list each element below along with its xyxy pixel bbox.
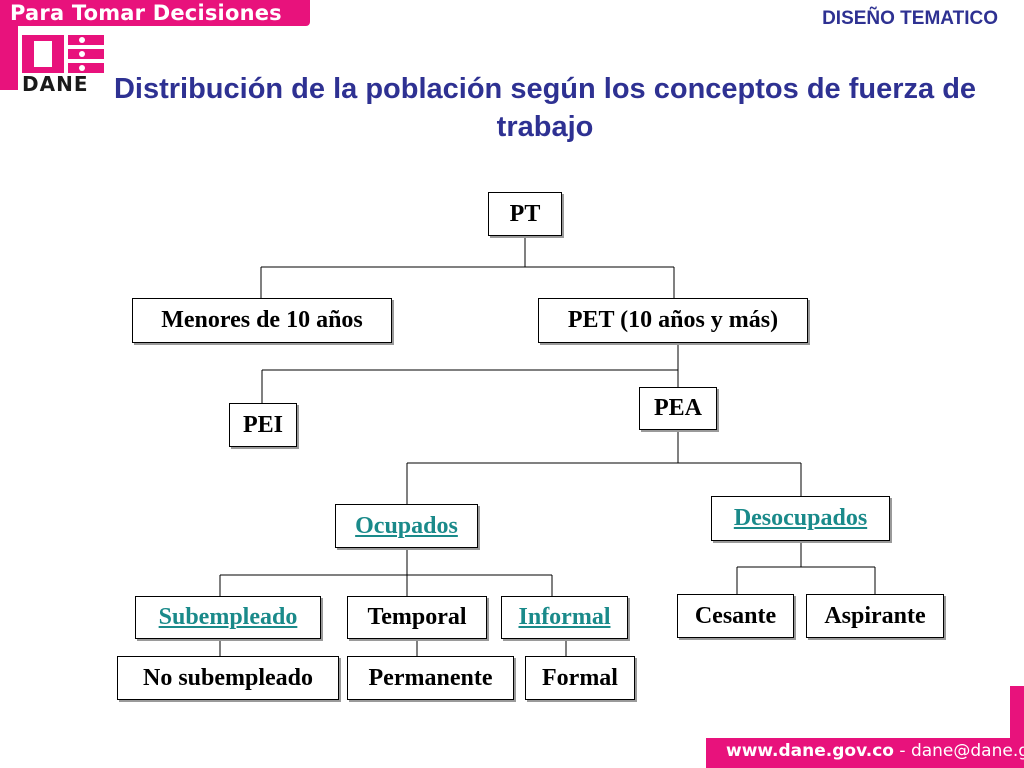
node-subempleado[interactable]: Subempleado xyxy=(135,596,321,639)
node-permanente: Permanente xyxy=(347,656,514,700)
node-pet: PET (10 años y más) xyxy=(538,298,808,343)
node-pt: PT xyxy=(488,192,562,236)
node-informal[interactable]: Informal xyxy=(501,596,628,639)
node-pei: PEI xyxy=(229,403,297,447)
section-label: DISEÑO TEMATICO xyxy=(822,8,998,29)
node-menores: Menores de 10 años xyxy=(132,298,392,343)
node-cesante: Cesante xyxy=(677,594,794,638)
node-no-subempleado: No subempleado xyxy=(117,656,339,700)
footer-site-link[interactable]: www.dane.gov.co xyxy=(726,741,894,761)
dane-logo-icon xyxy=(22,35,104,73)
brand-banner: Para Tomar Decisiones xyxy=(0,0,310,26)
footer-bar: www.dane.gov.co - dane@dane.gov.co xyxy=(706,738,1024,768)
footer-side-bar xyxy=(1010,686,1024,738)
footer-email-link[interactable]: dane@dane.gov.co xyxy=(910,741,1024,761)
node-temporal: Temporal xyxy=(347,596,487,639)
node-aspirante: Aspirante xyxy=(806,594,944,638)
footer-contact: www.dane.gov.co - dane@dane.gov.co xyxy=(726,741,1024,761)
brand-side-bar xyxy=(0,26,18,90)
node-formal: Formal xyxy=(525,656,635,700)
page-title: Distribución de la población según los c… xyxy=(113,73,977,143)
node-desocupados[interactable]: Desocupados xyxy=(711,496,890,541)
brand-tagline: Para Tomar Decisiones xyxy=(10,1,282,25)
node-pea: PEA xyxy=(639,387,717,430)
node-ocupados[interactable]: Ocupados xyxy=(335,504,478,548)
footer-separator: - xyxy=(893,741,911,761)
logo-text: DANE xyxy=(22,72,89,96)
